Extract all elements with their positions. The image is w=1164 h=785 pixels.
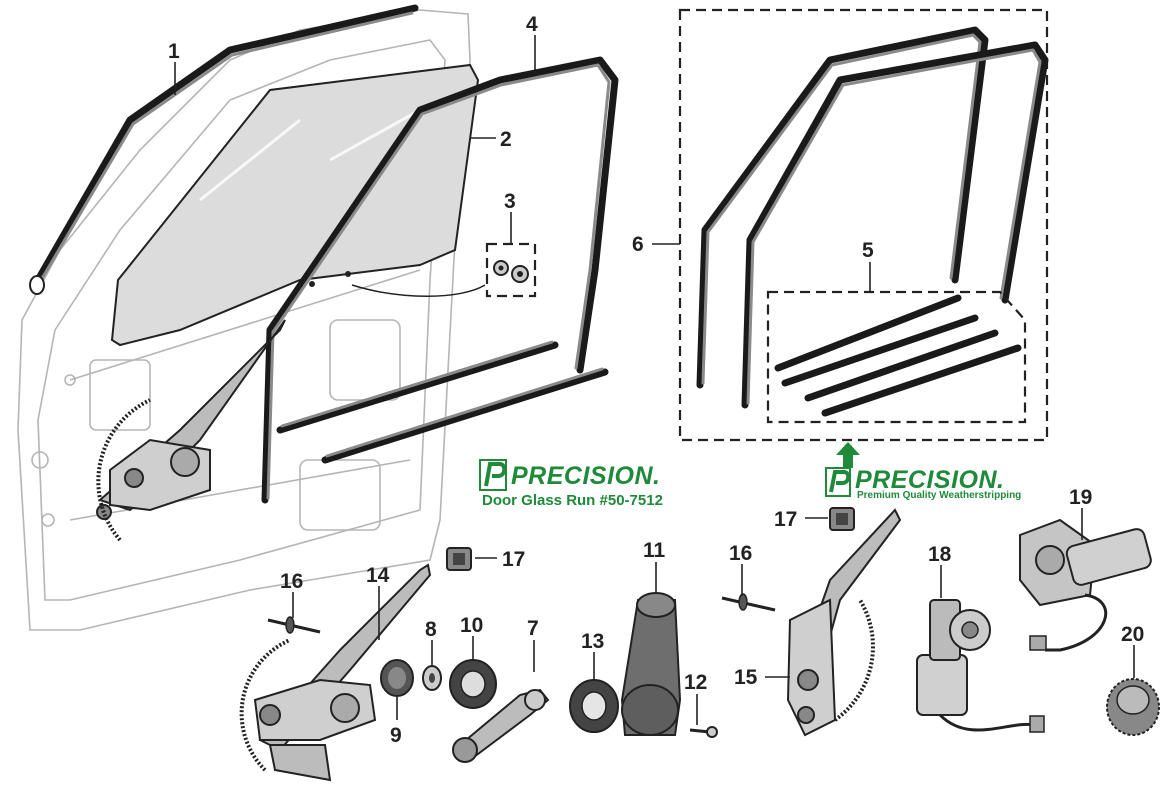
callout-3: 3 xyxy=(504,190,516,213)
callout-17-left: 17 xyxy=(502,548,525,571)
callout-7: 7 xyxy=(527,617,539,640)
part-8-bushing xyxy=(422,665,442,691)
part-17-clip-a xyxy=(446,547,472,571)
callout-9: 9 xyxy=(390,724,402,747)
callout-5: 5 xyxy=(862,239,874,262)
part-14-manual-window-regulator xyxy=(239,563,432,782)
part-1-window-run-strip xyxy=(29,4,419,295)
callout-11: 11 xyxy=(643,539,666,562)
part-6-group-frame xyxy=(678,8,1049,442)
part-5-belt-weatherstrip-set xyxy=(766,290,1027,424)
part-20-motor-gear xyxy=(1106,678,1160,736)
precision-p-logo-icon xyxy=(479,459,507,491)
part-18-window-motor xyxy=(916,599,1045,733)
part-9-grommet xyxy=(380,659,414,697)
part-10-spacer-washer xyxy=(449,659,497,709)
part-7-window-crank xyxy=(452,688,550,763)
callout-12: 12 xyxy=(684,671,707,694)
part-16-bolt-a xyxy=(267,616,321,634)
part-13-washer xyxy=(569,679,619,733)
callout-20: 20 xyxy=(1121,623,1144,646)
callout-4: 4 xyxy=(526,13,538,36)
part-16-bolt-b xyxy=(721,593,776,612)
brand-subtitle-right: Premium Quality Weatherstripping xyxy=(857,490,1021,501)
callout-16-left: 16 xyxy=(280,570,303,593)
callout-8: 8 xyxy=(425,618,437,641)
callout-10: 10 xyxy=(460,614,483,637)
callout-16-right: 16 xyxy=(729,542,752,565)
callout-17-right: 17 xyxy=(774,508,797,531)
leader-lines xyxy=(174,35,1135,725)
up-arrow-icon xyxy=(836,442,860,468)
part-19-window-motor-assembly xyxy=(1019,518,1152,652)
part-12-screw xyxy=(689,726,718,738)
part-4-glass-run-channel xyxy=(261,56,619,504)
brand-block-left: PRECISION. Door Glass Run #50-7512 xyxy=(479,459,663,509)
precision-p-logo-icon xyxy=(825,467,851,497)
brand-name-left: PRECISION. xyxy=(511,462,660,490)
brand-block-right: PRECISION. Premium Quality Weatherstripp… xyxy=(825,466,1021,501)
callout-18: 18 xyxy=(928,543,952,566)
callout-13: 13 xyxy=(581,630,604,653)
callout-19: 19 xyxy=(1069,486,1092,509)
callout-14: 14 xyxy=(366,564,390,587)
part-11-crank-handle-cover xyxy=(620,592,682,736)
callout-1: 1 xyxy=(168,40,180,63)
callout-labels: 1 2 3 4 5 6 7 8 9 10 11 12 13 14 15 16 1… xyxy=(168,13,1144,747)
part-17-clip-b xyxy=(829,507,855,531)
door-shell xyxy=(17,9,471,631)
brand-name-right: PRECISION. xyxy=(855,466,1004,494)
in-door-regulator xyxy=(96,319,286,542)
callout-6: 6 xyxy=(632,233,644,256)
callout-15: 15 xyxy=(734,666,758,689)
brand-subtitle-left: Door Glass Run #50-7512 xyxy=(482,492,663,509)
part-2-door-glass xyxy=(110,63,480,347)
part-15-power-window-regulator xyxy=(786,508,902,737)
callout-2: 2 xyxy=(500,128,512,151)
